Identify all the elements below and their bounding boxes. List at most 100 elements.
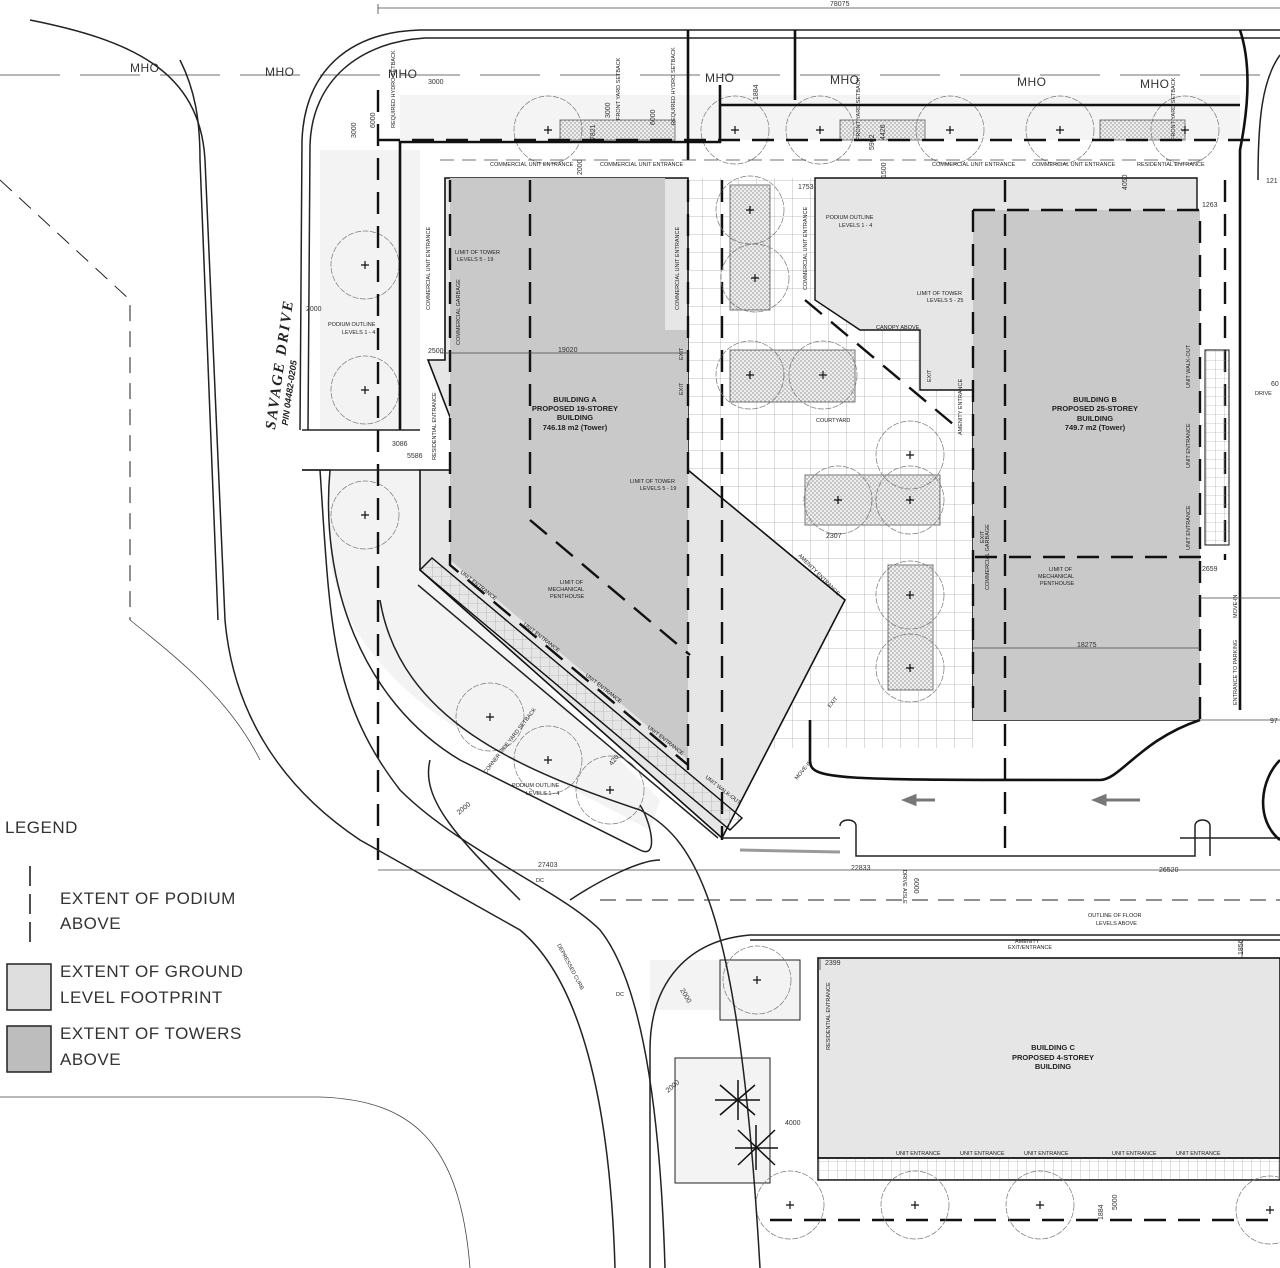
svg-text:COMMERCIAL UNIT ENTRANCE: COMMERCIAL UNIT ENTRANCE — [600, 162, 683, 168]
svg-text:LEVELS 5 - 19: LEVELS 5 - 19 — [640, 486, 676, 492]
tree-center-icon — [1056, 126, 1064, 134]
svg-text:2500: 2500 — [428, 348, 444, 355]
svg-text:COMMERCIAL GARBAGE: COMMERCIAL GARBAGE — [456, 279, 462, 345]
tree-center-icon — [361, 261, 369, 269]
svg-text:EXIT: EXIT — [679, 347, 685, 360]
svg-text:PROPOSED 19-STOREY: PROPOSED 19-STOREY — [532, 404, 618, 413]
tree-center-icon — [786, 1201, 794, 1209]
svg-text:26520: 26520 — [1159, 867, 1179, 874]
svg-text:MHO: MHO — [1017, 75, 1047, 89]
tree-canopy-icon — [880, 1170, 950, 1240]
svg-text:1884: 1884 — [753, 84, 760, 100]
svg-text:4000: 4000 — [785, 1120, 801, 1127]
svg-text:3000: 3000 — [605, 102, 612, 118]
svg-text:MHO: MHO — [705, 71, 735, 85]
svg-text:UNIT ENTRANCE: UNIT ENTRANCE — [1186, 423, 1192, 468]
building-c — [770, 957, 1280, 1222]
svg-text:BUILDING: BUILDING — [1077, 414, 1113, 423]
svg-text:FRONT YARD SETBACK: FRONT YARD SETBACK — [616, 57, 622, 120]
svg-text:MOVE-IN: MOVE-IN — [794, 759, 814, 781]
svg-text:LIMIT OF TOWER: LIMIT OF TOWER — [917, 291, 962, 297]
svg-text:REQUIRED HYDRO SETBACK: REQUIRED HYDRO SETBACK — [391, 50, 397, 128]
tree-center-icon — [361, 511, 369, 519]
legend-title: LEGEND — [5, 818, 78, 837]
svg-text:MECHANICAL: MECHANICAL — [548, 587, 584, 593]
svg-text:COMMERCIAL GARBAGE: COMMERCIAL GARBAGE — [985, 524, 991, 590]
svg-text:27403: 27403 — [538, 862, 558, 869]
svg-text:COMMERCIAL UNIT ENTRANCE: COMMERCIAL UNIT ENTRANCE — [803, 207, 809, 290]
tree-canopy-icon — [575, 755, 645, 825]
svg-text:DEPRESSED CURB: DEPRESSED CURB — [555, 943, 584, 991]
planters — [559, 119, 1186, 691]
svg-text:1753: 1753 — [798, 184, 814, 191]
svg-text:PROPOSED 25-STOREY: PROPOSED 25-STOREY — [1052, 404, 1138, 413]
svg-text:18275: 18275 — [1077, 642, 1097, 649]
svg-text:5586: 5586 — [407, 453, 423, 460]
umbrella-icon — [715, 1080, 778, 1170]
svg-text:BUILDING A: BUILDING A — [553, 395, 597, 404]
traffic-arrow-icon — [900, 793, 935, 807]
svg-text:EXIT: EXIT — [980, 530, 986, 543]
svg-text:3000: 3000 — [428, 79, 444, 86]
building-a-label: BUILDING A PROPOSED 19-STOREY BUILDING 7… — [532, 395, 618, 432]
svg-text:FRONT YARD SETBACK: FRONT YARD SETBACK — [856, 77, 862, 140]
svg-text:UNIT ENTRANCE: UNIT ENTRANCE — [960, 1151, 1005, 1157]
svg-text:2000: 2000 — [577, 159, 584, 175]
tree-center-icon — [906, 496, 914, 504]
tree-center-icon — [606, 786, 614, 794]
svg-text:2000: 2000 — [456, 801, 473, 816]
svg-text:UNIT ENTRANCE: UNIT ENTRANCE — [1112, 1151, 1157, 1157]
overall-dimension: 78075 — [830, 1, 850, 8]
svg-text:LEVELS 1 - 4: LEVELS 1 - 4 — [342, 330, 375, 336]
svg-text:CANOPY ABOVE: CANOPY ABOVE — [876, 325, 920, 331]
svg-text:LIMIT OF: LIMIT OF — [560, 580, 584, 586]
svg-text:FRONT YARD SETBACK: FRONT YARD SETBACK — [1171, 77, 1177, 140]
tree-center-icon — [486, 713, 494, 721]
tree-canopy-icon — [1235, 1175, 1280, 1245]
building-c-ground-footprint — [817, 957, 1280, 1159]
svg-text:1884: 1884 — [1098, 1204, 1105, 1220]
tree-canopy-icon — [788, 340, 858, 410]
tree-center-icon — [906, 451, 914, 459]
svg-text:PODIUM OUTLINE: PODIUM OUTLINE — [826, 215, 874, 221]
legend-item-podium: EXTENT OF PODIUM — [60, 889, 236, 908]
svg-text:DRIVE AISLE: DRIVE AISLE — [901, 870, 907, 904]
svg-text:BUILDING: BUILDING — [557, 413, 593, 422]
building-b-label: BUILDING B PROPOSED 25-STOREY BUILDING 7… — [1052, 395, 1138, 432]
tree-center-icon — [746, 206, 754, 214]
svg-text:UNIT ENTRANCE: UNIT ENTRANCE — [896, 1151, 941, 1157]
svg-text:MECHANICAL: MECHANICAL — [1038, 574, 1074, 580]
svg-text:4050: 4050 — [1122, 174, 1129, 190]
mho-labels: MHO MHO MHO MHO MHO MHO MHO — [130, 61, 1169, 91]
svg-text:1263: 1263 — [1202, 202, 1218, 209]
svg-text:19020: 19020 — [558, 347, 578, 354]
svg-text:PODIUM OUTLINE: PODIUM OUTLINE — [512, 783, 560, 789]
tree-center-icon — [1181, 126, 1189, 134]
svg-text:PROPOSED 4-STOREY: PROPOSED 4-STOREY — [1012, 1053, 1094, 1062]
tree-canopy-icon — [915, 95, 985, 165]
building-b-tower — [973, 210, 1200, 720]
svg-text:LEVELS ABOVE: LEVELS ABOVE — [1096, 921, 1137, 927]
svg-text:UNIT ENTRANCE: UNIT ENTRANCE — [1024, 1151, 1069, 1157]
tree-center-icon — [753, 976, 761, 984]
tree-canopy-icon — [715, 340, 785, 410]
svg-text:COMMERCIAL UNIT ENTRANCE: COMMERCIAL UNIT ENTRANCE — [490, 162, 573, 168]
svg-text:UNIT ENTRANCE: UNIT ENTRANCE — [1186, 505, 1192, 550]
tree-center-icon — [544, 756, 552, 764]
svg-text:UNIT ENTRANCE: UNIT ENTRANCE — [1176, 1151, 1221, 1157]
svg-text:LEVELS 1 - 4: LEVELS 1 - 4 — [839, 223, 872, 229]
svg-text:UNIT WALK-OUT: UNIT WALK-OUT — [1186, 344, 1192, 388]
svg-text:5000: 5000 — [1112, 1194, 1119, 1210]
tree-center-icon — [819, 371, 827, 379]
trees — [330, 95, 1280, 1245]
svg-text:MHO: MHO — [388, 67, 418, 81]
tree-center-icon — [544, 126, 552, 134]
tree-canopy-icon — [715, 175, 785, 245]
tree-canopy-icon — [455, 682, 525, 752]
tree-center-icon — [816, 126, 824, 134]
building-b — [804, 177, 1230, 860]
svg-text:EXIT/ENTRANCE: EXIT/ENTRANCE — [1008, 945, 1052, 951]
svg-text:DRIVE: DRIVE — [1255, 391, 1272, 397]
tree-center-icon — [911, 1201, 919, 1209]
